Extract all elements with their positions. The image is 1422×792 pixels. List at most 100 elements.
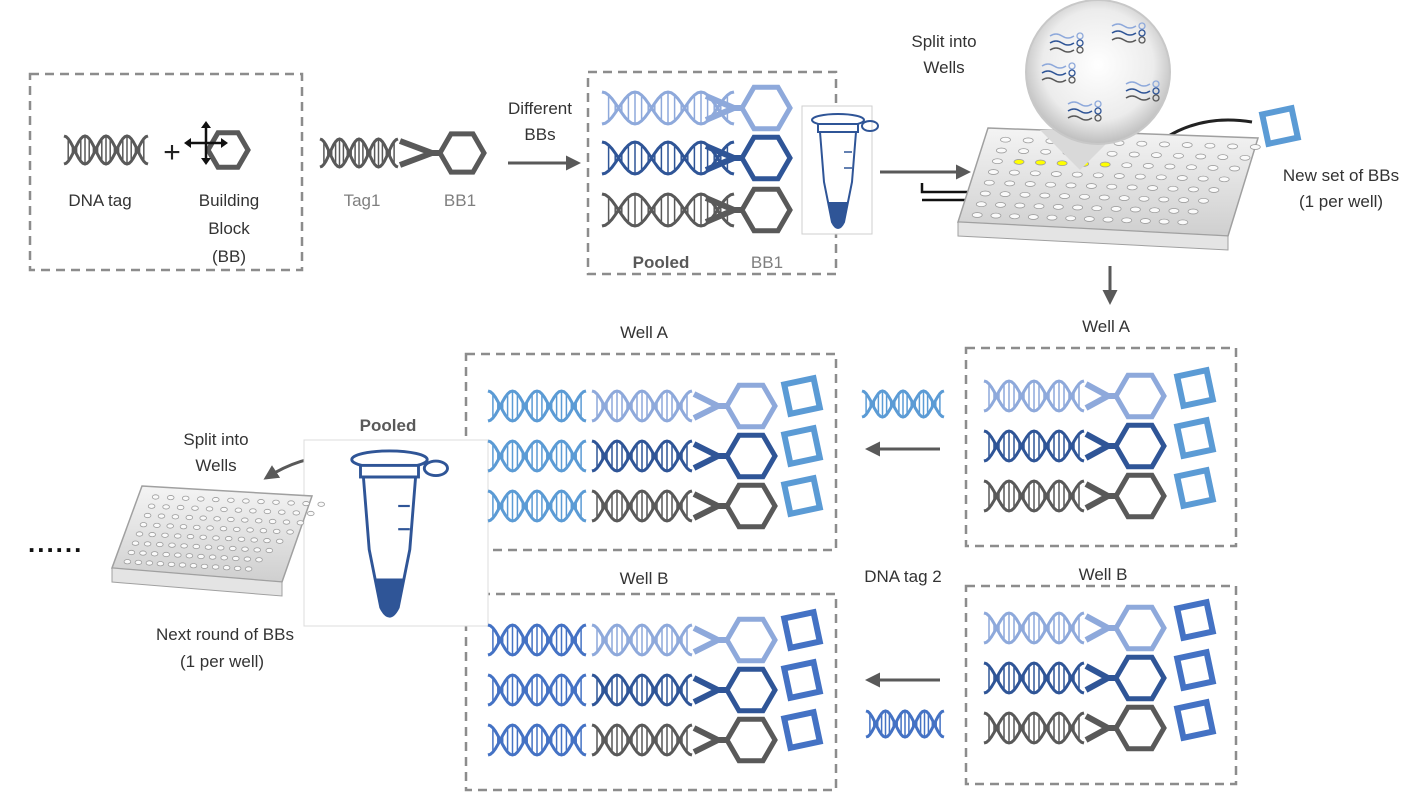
well-b-mid-hexagon-2 [724,666,778,714]
new-set-bbs-2: (1 per well) [1299,192,1383,211]
well-b-right-bb-square-3 [1173,698,1217,742]
well-a-right-bb-square-2 [1173,416,1217,460]
tube-icon-bottom [350,449,449,618]
well-a-right-dna-2 [983,429,1085,463]
well-b-mid-bb-square-2 [780,658,824,702]
well-b-mid-hexagon-3 [724,716,778,764]
bb1-label: BB1 [444,191,476,210]
split-wells-bottom-2: Wells [195,456,236,475]
next-round-2: (1 per well) [180,652,264,671]
well-a-mid-tag1-dna-3 [591,489,693,523]
plus-sign: + [163,136,181,169]
well-plate-bottom [110,485,325,597]
lens-molecule-1 [1049,32,1084,54]
well-a-mid-tag1-dna-2 [591,439,693,473]
well-b-right-linker-3 [1084,713,1116,743]
well-b-right-bb-square-1 [1173,598,1217,642]
well-a-mid-label: Well A [620,323,669,342]
well-a-mid-bb-square-3 [780,474,824,518]
dna-tag-2-label: DNA tag 2 [864,567,942,586]
well-a-right-hexagon-3 [1113,472,1167,520]
well-a-mid-linker-3 [692,491,726,521]
building-block-label-3: (BB) [212,247,246,266]
well-a-mid-hexagon-3 [724,482,778,530]
well-b-right-dna-3 [983,711,1085,745]
well-a-mid-tag1-dna-1 [591,389,693,423]
well-a-right-linker-2 [1084,431,1116,461]
well-b-mid-tag1-dna-2 [591,673,693,707]
well-b-mid-tag2-dna-1 [487,623,587,657]
well-a-mid-bb-square-2 [780,424,824,468]
bb1-pool-label: BB1 [751,253,783,272]
move-cursor-icon [184,121,228,165]
reagent-box [28,72,304,272]
well-b-right-dna-2 [983,661,1085,695]
bb1-hexagon-icon [437,131,487,175]
lens-molecule-4 [1125,80,1160,102]
well-b-box-mid [464,592,838,792]
well-a-mid-linker-2 [692,441,726,471]
pool-hexagon-3 [739,186,793,234]
new-set-bbs-1: New set of BBs [1283,166,1399,185]
dna-tag2-icon-b [865,709,945,739]
dna-tag-icon [63,134,149,166]
next-round-1: Next round of BBs [156,625,294,644]
ellipsis: ...... [28,528,83,558]
dna-tag-label: DNA tag [68,191,131,210]
tag1-label: Tag1 [344,191,381,210]
well-b-right-bb-square-2 [1173,648,1217,692]
lens-molecule-5 [1067,100,1102,122]
well-b-right-linker-1 [1084,613,1116,643]
well-b-mid-linker-2 [692,675,726,705]
well-a-right-bb-square-1 [1173,366,1217,410]
building-block-icon [205,130,251,170]
split-wells-bottom-1: Split into [183,430,248,449]
well-b-mid-tag2-dna-3 [487,723,587,757]
well-b-right-hexagon-1 [1113,604,1167,652]
lens-molecule-3 [1041,62,1076,84]
well-a-box-mid [464,352,838,552]
well-b-box-right [964,584,1238,786]
tube-icon-top [811,113,879,229]
well-b-mid-tag1-dna-3 [591,723,693,757]
well-b-mid-bb-square-1 [780,608,824,652]
split-wells-top-2: Wells [923,58,964,77]
well-a-right-dna-3 [983,479,1085,513]
split-wells-top-1: Split into [911,32,976,51]
well-a-right-hexagon-2 [1113,422,1167,470]
well-b-mid-tag2-dna-2 [487,673,587,707]
well-a-right-linker-1 [1084,381,1116,411]
well-a-mid-hexagon-1 [724,382,778,430]
well-plate-top [956,127,1261,251]
tag1-linker [398,138,440,168]
building-block-label-1: Building [199,191,260,210]
magnifier-lens [1025,0,1171,170]
well-a-right-label: Well A [1082,317,1131,336]
well-a-right-dna-1 [983,379,1085,413]
well-a-box-right [964,346,1238,548]
lens-molecule-2 [1111,22,1146,44]
building-block-label-2: Block [208,219,250,238]
pool-hexagon-1 [739,84,793,132]
well-a-mid-tag2-dna-3 [487,489,587,523]
well-a-mid-tag2-dna-1 [487,389,587,423]
new-bb-square-icon [1258,104,1302,148]
well-a-right-hexagon-1 [1113,372,1167,420]
pool-hexagon-2 [739,134,793,182]
well-b-right-linker-2 [1084,663,1116,693]
well-b-right-hexagon-3 [1113,704,1167,752]
well-b-mid-label: Well B [620,569,669,588]
well-b-right-hexagon-2 [1113,654,1167,702]
pooled-label-bottom: Pooled [360,416,417,435]
well-b-mid-linker-1 [692,625,726,655]
different-bbs-label-2: BBs [524,125,555,144]
pooled-label-top: Pooled [633,253,690,272]
well-a-mid-linker-1 [692,391,726,421]
different-bbs-label-1: Different [508,99,572,118]
well-b-right-label: Well B [1079,565,1128,584]
well-b-mid-tag1-dna-1 [591,623,693,657]
well-b-mid-bb-square-3 [780,708,824,752]
well-b-mid-linker-3 [692,725,726,755]
well-b-right-dna-1 [983,611,1085,645]
